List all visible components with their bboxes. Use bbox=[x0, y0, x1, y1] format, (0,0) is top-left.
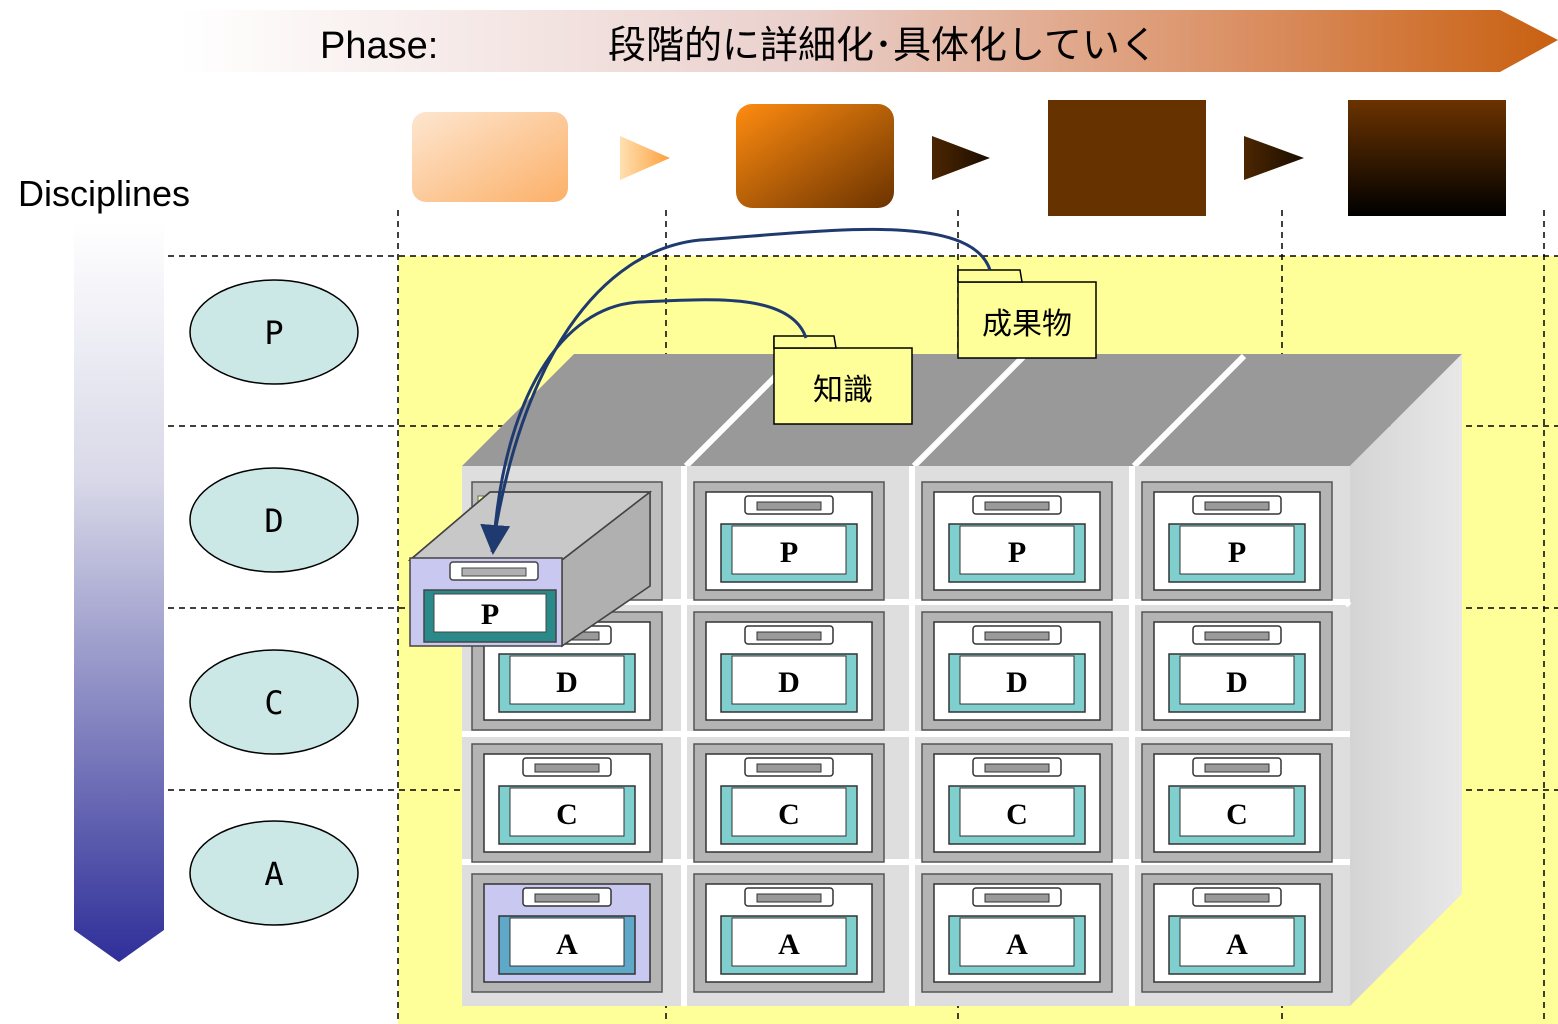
phase-boxes bbox=[412, 100, 1506, 216]
drawer-p-3[interactable]: P bbox=[921, 481, 1113, 601]
discipline-label-d: D bbox=[264, 502, 283, 540]
disciplines-label: Disciplines bbox=[18, 173, 190, 214]
discipline-ellipse-a bbox=[189, 820, 359, 926]
cabinet-side bbox=[1350, 354, 1462, 1006]
discipline-label-c: C bbox=[264, 684, 283, 722]
drawer-c-2[interactable]: C bbox=[693, 743, 885, 863]
pulled-drawer-label: P bbox=[481, 598, 499, 631]
phase-arrow bbox=[180, 10, 1558, 72]
drawer-label: A bbox=[778, 928, 800, 961]
drawer-d-2[interactable]: D bbox=[693, 611, 885, 731]
drawer-label: P bbox=[1228, 536, 1246, 569]
drawer-d-3[interactable]: D bbox=[921, 611, 1113, 731]
phase-label: Phase: bbox=[320, 25, 438, 67]
discipline-label-a: A bbox=[264, 855, 283, 893]
discipline-ellipse-d bbox=[189, 467, 359, 573]
drawer-label: A bbox=[1226, 928, 1248, 961]
drawer-label: C bbox=[556, 798, 578, 831]
discipline-ellipse-c bbox=[189, 649, 359, 755]
pulled-drawer[interactable]: P bbox=[407, 490, 653, 648]
drawer-d-4[interactable]: D bbox=[1141, 611, 1333, 731]
drawer-label: D bbox=[1226, 666, 1248, 699]
drawer-label: C bbox=[778, 798, 800, 831]
flow-arrows bbox=[480, 227, 992, 555]
drawer-c-1[interactable]: C bbox=[471, 743, 663, 863]
drawer-label: D bbox=[778, 666, 800, 699]
discipline-ellipses: P D C A bbox=[189, 279, 359, 926]
drawer-label: D bbox=[1006, 666, 1028, 699]
drawer-c-4[interactable]: C bbox=[1141, 743, 1333, 863]
drawer-c-3[interactable]: C bbox=[921, 743, 1113, 863]
drawer-grid: P P P D D D D C C C C A A A A bbox=[471, 481, 1333, 993]
cabinet-top bbox=[462, 354, 1462, 466]
phase-box-1 bbox=[412, 112, 568, 202]
drawer-p-4[interactable]: P bbox=[1141, 481, 1333, 601]
disciplines-arrow bbox=[74, 222, 164, 962]
phase-arrow-1-icon bbox=[620, 136, 670, 180]
drawer-p-2[interactable]: P bbox=[693, 481, 885, 601]
arrow-knowledge-to-drawer bbox=[480, 298, 808, 555]
drawer-a-4[interactable]: A bbox=[1141, 873, 1333, 993]
folder-knowledge-label: 知識 bbox=[813, 374, 873, 407]
phase-arrow-3-icon bbox=[1244, 136, 1304, 180]
drawer-label: P bbox=[780, 536, 798, 569]
phase-description: 段階的に詳細化･具体化していく bbox=[608, 25, 1158, 67]
drawer-a-2[interactable]: A bbox=[693, 873, 885, 993]
folder-knowledge[interactable]: 知識 bbox=[773, 335, 913, 425]
drawer-label: D bbox=[556, 666, 578, 699]
arrow-deliverable-to-drawer bbox=[490, 227, 992, 553]
phase-box-2 bbox=[736, 104, 894, 208]
drawer-label: C bbox=[1006, 798, 1028, 831]
drawer-a-3[interactable]: A bbox=[921, 873, 1113, 993]
phase-box-4 bbox=[1348, 100, 1506, 216]
folder-deliverable-label: 成果物 bbox=[982, 308, 1072, 341]
phase-arrow-2-icon bbox=[932, 136, 990, 180]
drawer-label: C bbox=[1226, 798, 1248, 831]
drawer-a-1[interactable]: A bbox=[471, 873, 663, 993]
discipline-label-p: P bbox=[264, 314, 283, 352]
drawer-label: A bbox=[556, 928, 578, 961]
drawer-label: P bbox=[1008, 536, 1026, 569]
discipline-ellipse-p bbox=[189, 279, 359, 385]
folder-deliverable[interactable]: 成果物 bbox=[957, 269, 1097, 359]
phase-box-3 bbox=[1048, 100, 1206, 216]
drawer-label: A bbox=[1006, 928, 1028, 961]
